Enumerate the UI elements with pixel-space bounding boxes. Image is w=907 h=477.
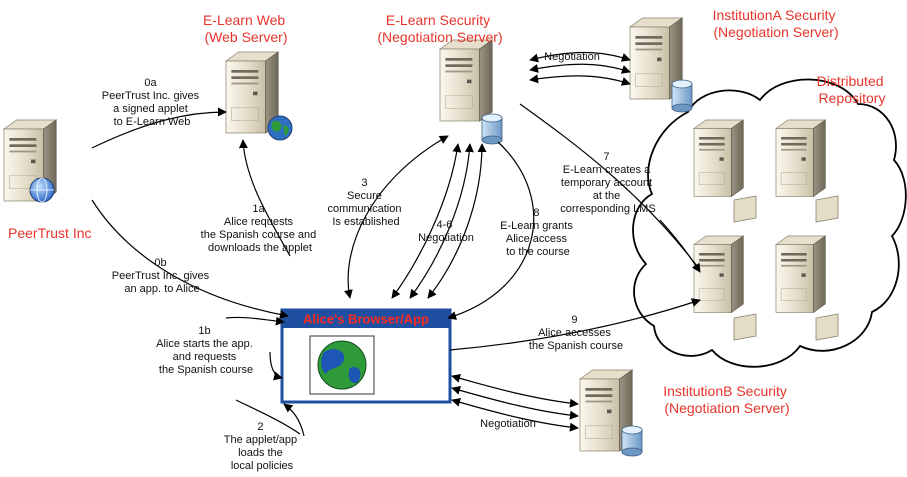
institution-a-server — [629, 17, 693, 113]
arrow-8 — [447, 141, 535, 320]
institution-b-server — [579, 369, 643, 457]
arrow-1a — [238, 139, 291, 257]
repository-server-3 — [693, 235, 757, 341]
step-2-label: 2 The applet/app loads the local policie… — [224, 421, 300, 472]
step-7-label: 7 E-Learn creates a temporary account at… — [560, 151, 655, 215]
arrow-9 — [449, 298, 701, 351]
step-1b-label: 1b Alice starts the app. and requests th… — [156, 325, 256, 376]
database-icon — [621, 425, 643, 457]
arrows — [91, 51, 701, 437]
negotiation-a-label: Negotiation — [544, 51, 600, 63]
repository-title: Distributed Repository — [817, 73, 888, 106]
institution-a-title: InstitutionA Security (Negotiation Serve… — [713, 7, 840, 40]
repository-server-4 — [775, 235, 839, 341]
arrow-2-head — [283, 403, 305, 437]
arrow-2 — [235, 399, 301, 435]
globe-icon — [29, 177, 55, 203]
step-0a-label: 0a PeerTrust Inc. gives a signed applet … — [102, 77, 202, 128]
arrow-0a — [91, 107, 227, 149]
database-icon — [671, 79, 693, 113]
elearn-security-title: E-Learn Security (Negotiation Server) — [377, 12, 502, 45]
step-4-6-label: 4-6 Negotiation — [418, 219, 474, 244]
arrow-neg-a1 — [529, 51, 631, 63]
arrow-4-6c — [427, 143, 487, 299]
step-0b-label: 0b PeerTrust Inc. gives an app. to Alice — [112, 257, 212, 295]
arrow-neg-a3 — [529, 74, 631, 86]
arrow-7 — [519, 103, 701, 271]
elearn-web-title: E-Learn Web (Web Server) — [203, 12, 289, 45]
arrow-neg-b1 — [451, 373, 579, 408]
step-1a-label: 1a Alice requests the Spanish course and… — [201, 203, 320, 254]
alices-browser-window: Alice's Browser/App — [280, 308, 452, 404]
step-9-label: 9 Alice accesses the Spanish course — [529, 314, 623, 352]
arrow-1b-out — [269, 351, 283, 381]
distributed-repository-cloud — [632, 78, 907, 368]
repository-server-1 — [693, 119, 757, 223]
arrow-1b — [225, 316, 285, 326]
arrow-7-head — [659, 219, 701, 273]
peertrust-title: PeerTrust Inc — [8, 225, 92, 241]
globe-icon — [267, 115, 293, 141]
arrow-0b — [91, 199, 289, 319]
browser-title: Alice's Browser/App — [303, 312, 429, 327]
elearn-security-server — [439, 39, 503, 145]
institution-b-title: InstitutionB Security (Negotiation Serve… — [663, 383, 791, 416]
negotiation-b-label: Negotiation — [480, 418, 536, 430]
repository-server-2 — [775, 119, 839, 223]
step-8-label: 8 E-Learn grants Alice access to the cou… — [500, 207, 576, 258]
peertrust-server — [3, 119, 57, 203]
database-icon — [481, 113, 503, 145]
globe-icon — [317, 340, 367, 390]
step-3-label: 3 Secure communication Is established — [327, 177, 404, 228]
arrow-neg-b3 — [451, 397, 579, 432]
elearn-web-server — [225, 51, 293, 141]
arrow-neg-a2 — [529, 63, 631, 74]
